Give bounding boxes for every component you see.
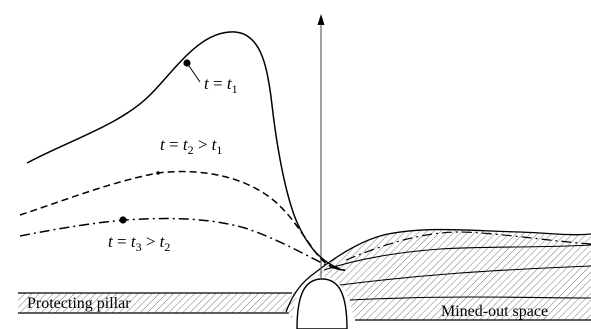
curve-t2-marker [156,171,160,175]
fracture-line-2 [339,265,591,286]
fracture-line-1 [323,244,591,271]
label-t1: t = t1 [204,74,238,96]
pillar-hatch [18,293,292,313]
caved-zone-dashdot [345,231,591,261]
pillar-label: Protecting pillar [27,295,131,312]
curve-t1-leader [186,62,201,83]
curve-t3 [19,217,347,271]
label-t3: t = t3 > t2 [108,232,170,254]
vertical-axis [317,14,325,280]
protecting-pillar: Protecting pillar [18,292,292,314]
fracture-line-3 [349,296,591,301]
roadway-arch [296,278,348,329]
mined-out-label: Mined-out space [441,303,548,320]
up-arrow-icon [317,14,325,25]
curve-t2 [19,170,346,271]
curve-t1 [26,31,341,270]
curve-t3-marker [119,216,127,224]
label-t2: t = t2 > t1 [160,135,222,157]
mined-out-space: Mined-out space [285,228,591,321]
caved-zone-upper-boundary [285,228,591,313]
